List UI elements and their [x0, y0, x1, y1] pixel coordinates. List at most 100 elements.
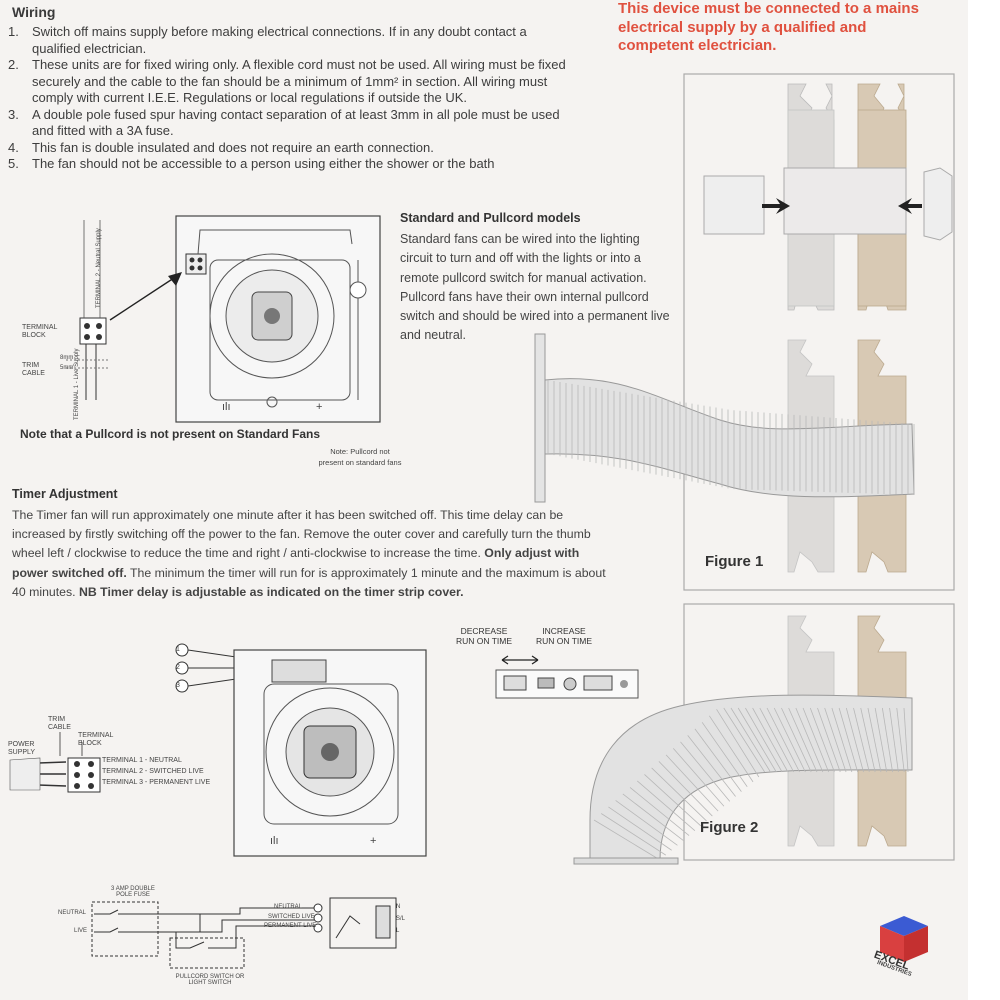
wiring-item: 5. The fan should not be accessible to a …	[8, 156, 578, 173]
electrician-warning: This device must be connected to a mains…	[618, 0, 919, 54]
terminal-block-label: TERMINAL BLOCK	[22, 324, 58, 339]
elbow-rib	[773, 707, 806, 773]
terminal-block-label-2: TERMINAL BLOCK	[78, 732, 114, 747]
terminal-permanent-live: TERMINAL 3 - PERMANENT LIVE	[102, 779, 211, 786]
svg-text:+: +	[316, 401, 322, 413]
excel-logo: EXCEL	[872, 916, 928, 973]
elbow-rib	[752, 707, 789, 773]
elbow-rib	[903, 707, 909, 773]
svg-text:ılı: ılı	[270, 835, 279, 847]
elbow-rib	[629, 787, 690, 836]
neutral-input-label: NEUTRAL	[58, 910, 87, 916]
elbow-rib	[723, 707, 765, 773]
elbow-rib	[874, 707, 888, 773]
terminal-1-live-label: TERMINAL 1 - Live Supply	[74, 348, 80, 420]
elbow-rib	[680, 741, 731, 802]
elbow-rib	[701, 722, 748, 787]
trim-cable-label: TRIM CABLE	[22, 362, 45, 377]
fan-wiring-diagram-2: ılı +	[9, 643, 427, 857]
elbow-rib	[622, 793, 684, 841]
elbow-rib	[608, 806, 672, 851]
elbow-rib	[593, 819, 661, 861]
power-supply-label: POWER SUPPLY	[8, 741, 36, 756]
duct-ribs	[547, 380, 915, 495]
dimension-5mm: 5mm	[60, 365, 74, 371]
figure2-label: Figure 2	[700, 819, 759, 836]
wiring-item-text: The fan should not be accessible to a pe…	[32, 156, 495, 171]
elbow-rib	[831, 707, 853, 773]
elbow-rib	[651, 767, 707, 822]
elbow-rib	[644, 774, 701, 827]
arrow-right	[762, 198, 790, 214]
standard-body: Standard fans can be wired into the ligh…	[400, 232, 670, 343]
standard-heading: Standard and Pullcord models	[400, 211, 581, 225]
fuse-box	[91, 901, 159, 957]
wiring-item: 2. These units are for fixed wiring only.…	[8, 57, 578, 107]
wiring-item-text: These units are for fixed wiring only. A…	[32, 57, 566, 105]
elbow-rib	[860, 707, 876, 773]
svg-text:+: +	[370, 835, 376, 847]
callout-2: 2	[176, 664, 180, 671]
wire-permanent-live-label: PERMANENT LIVE	[264, 923, 317, 929]
elbow-duct	[589, 694, 913, 861]
wiring-item-text: Switch off mains supply before making el…	[32, 24, 527, 56]
duct-flange	[534, 333, 546, 503]
wire-switched-live-label: SWITCHED LIVE	[268, 914, 315, 920]
callout-3: 3	[176, 682, 180, 689]
timer-text-1: The Timer fan will run approximately one…	[12, 508, 591, 561]
elbow-rib	[853, 707, 870, 773]
elbow-rib	[636, 780, 696, 832]
term-n: N	[396, 904, 401, 910]
wiring-item: 4. This fan is double insulated and does …	[8, 140, 578, 157]
elbow-rib	[802, 707, 829, 773]
figure1-frame	[683, 73, 955, 591]
elbow-rib	[615, 800, 678, 846]
elbow-rib	[694, 728, 742, 792]
trim-cable-label-2: TRIM CABLE	[48, 716, 71, 731]
svg-text:ılı: ılı	[222, 401, 231, 413]
wire-neutral-label: NEUTRAL	[274, 904, 303, 910]
elbow-rib	[896, 707, 905, 773]
timer-heading: Timer Adjustment	[12, 487, 118, 501]
term-l: L	[396, 928, 400, 934]
elbow-rib	[745, 707, 783, 773]
dimension-8mm: 8mm	[60, 355, 74, 361]
switch-box	[169, 937, 245, 969]
elbow-rib	[600, 813, 667, 856]
pullcord-note: Note that a Pullcord is not present on S…	[20, 427, 321, 441]
wiring-item-number: 5.	[8, 156, 19, 171]
wiring-item-text: This fan is double insulated and does no…	[32, 139, 434, 155]
wiring-item-number: 4.	[8, 139, 19, 155]
fan-front	[703, 175, 765, 235]
wiring-item-number: 3.	[8, 106, 19, 122]
fan-wiring-diagram-1: ılı +	[66, 215, 381, 423]
elbow-rib	[730, 707, 771, 773]
callout-1: 1	[176, 646, 180, 653]
elbow-rib	[709, 715, 754, 783]
elbow-rib	[673, 748, 725, 807]
elbow-rib	[867, 707, 882, 773]
terminal-switched-live: TERMINAL 2 - SWITCHED LIVE	[102, 768, 204, 775]
timer-strip	[495, 655, 639, 699]
live-input-label: LIVE	[74, 928, 88, 934]
elbow-rib	[838, 707, 859, 773]
elbow-rib	[881, 707, 893, 773]
wiring-item-text: A double pole fused spur having contact …	[32, 106, 560, 139]
instruction-sheet: Wiring 1.Switch off mains supply before …	[0, 0, 968, 1000]
figure1-label: Figure 1	[705, 553, 764, 570]
wiring-heading: Wiring	[12, 4, 56, 20]
terminal-neutral: TERMINAL 1 - NEUTRAL	[102, 757, 182, 764]
elbow-rib	[665, 754, 719, 812]
elbow-rib	[889, 707, 899, 773]
elbow-rib	[788, 707, 818, 773]
increase-label: INCREASE RUN ON TIME	[535, 626, 593, 646]
arrow-left	[898, 198, 922, 214]
elbow-rib	[687, 735, 736, 797]
duct-tube	[783, 167, 907, 235]
elbow-rib	[824, 707, 847, 773]
wiring-item: 1.Switch off mains supply before making …	[8, 24, 578, 57]
timer-body: The Timer fan will run approximately one…	[12, 506, 612, 602]
wiring-list: 1.Switch off mains supply before making …	[8, 24, 578, 173]
circuit-diagram	[91, 897, 397, 969]
wiring-item-number: 2.	[8, 57, 19, 72]
